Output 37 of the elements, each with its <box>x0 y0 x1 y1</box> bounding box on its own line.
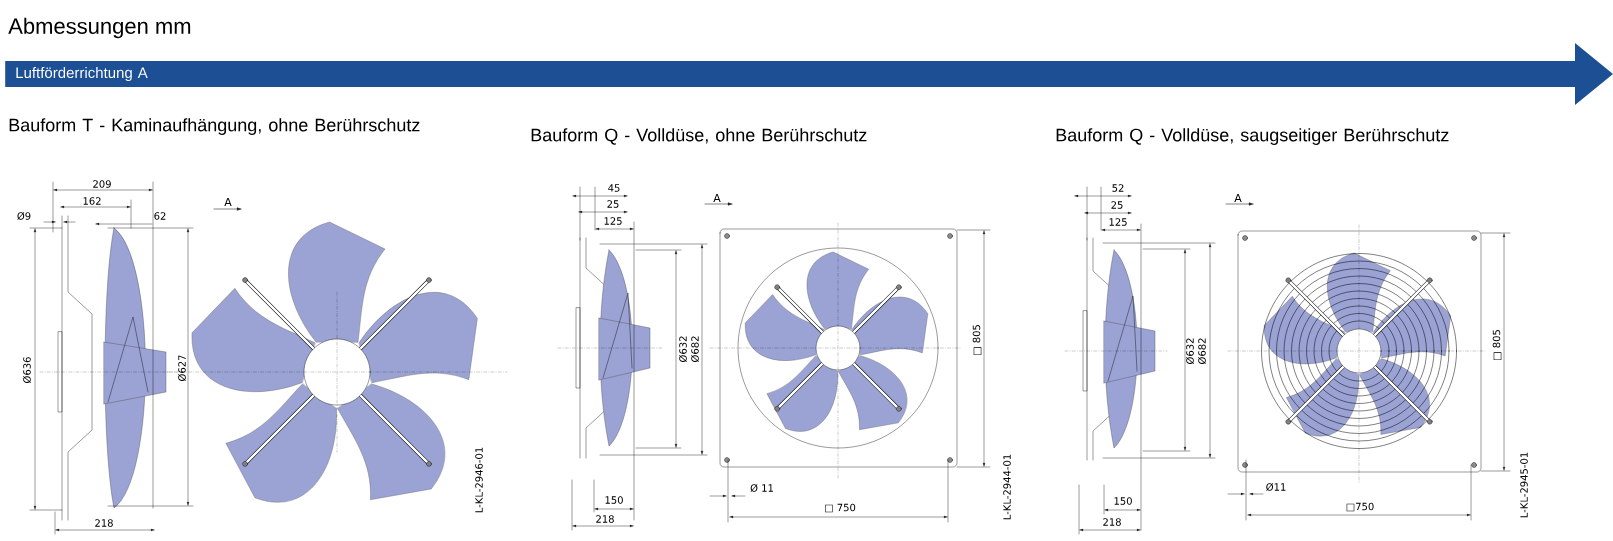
dimension-label: Ø 11 <box>750 484 773 492</box>
dimension-label: Ø632 <box>679 336 687 362</box>
dimension-label: 25 <box>1111 201 1123 209</box>
dimension-label: Ø632 <box>1186 338 1194 364</box>
dimension-label: 209 <box>93 180 111 188</box>
direction-label: A <box>1234 194 1242 202</box>
dimension-label: 150 <box>1114 497 1132 505</box>
dimension-label: 62 <box>154 212 166 220</box>
dimension-label: 125 <box>1109 218 1127 226</box>
dimension-label: Ø636 <box>23 357 31 383</box>
dimension-label: 218 <box>1103 518 1121 526</box>
drawing-number: L-KL-2945-01 <box>1520 452 1528 518</box>
dimension-label: 25 <box>607 200 619 208</box>
dimension-label: □750 <box>1346 502 1374 512</box>
drawing-number: L-KL-2946-01 <box>475 447 483 513</box>
dimension-label: Ø682 <box>691 336 699 362</box>
page-title: Abmessungen mm <box>8 17 191 39</box>
dimension-label: 150 <box>605 496 623 504</box>
drawing-number: L-KL-2944-01 <box>1003 454 1011 520</box>
view-heading: Bauform Q - Volldüse, saugseitiger Berührschutz <box>1056 128 1449 145</box>
dimension-label: 52 <box>1112 184 1124 192</box>
dimension-label: Ø627 <box>178 355 186 381</box>
dimension-label: □ 750 <box>825 503 856 513</box>
dimension-label: □ 805 <box>972 325 982 355</box>
dimension-label: Ø9 <box>17 212 31 220</box>
direction-band: Luftförderrichtung A <box>5 43 1613 105</box>
dimension-label: Ø682 <box>1198 338 1206 364</box>
view-heading: Bauform Q - Volldüse, ohne Berührschutz <box>531 128 867 145</box>
dimension-label: 125 <box>604 217 622 225</box>
dimension-label: Ø11 <box>1266 483 1286 491</box>
dimension-label: 162 <box>83 197 101 205</box>
dimension-label: 218 <box>596 515 614 523</box>
direction-label: A <box>713 194 721 202</box>
dimension-label: 45 <box>608 184 620 192</box>
dimension-label: 218 <box>95 519 113 527</box>
dimension-label: □ 805 <box>1492 330 1502 360</box>
direction-label: A <box>224 198 232 206</box>
